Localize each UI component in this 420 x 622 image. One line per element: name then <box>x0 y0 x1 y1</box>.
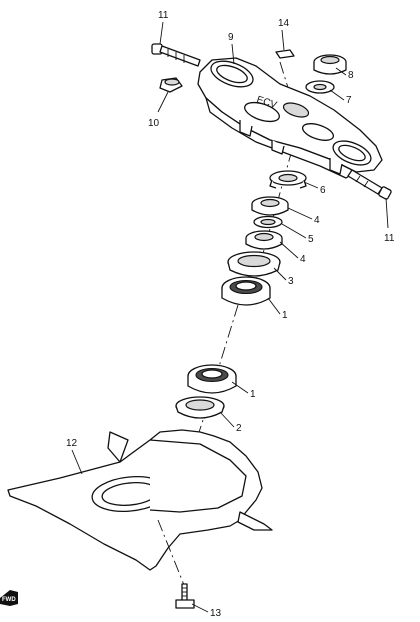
callout-6: 6 <box>320 185 326 196</box>
callout-9: 9 <box>228 32 234 43</box>
callout-10: 10 <box>148 118 160 129</box>
callout-7: 7 <box>346 95 352 106</box>
lock-washer-6 <box>269 170 307 189</box>
upper-bracket: ECV <box>197 57 383 179</box>
callout-8: 8 <box>348 70 354 81</box>
callout-11-upper: 11 <box>158 10 169 21</box>
bearing-1-upper <box>221 276 271 306</box>
callout-4-upper: 4 <box>314 215 320 226</box>
callout-14: 14 <box>278 18 290 29</box>
ring-nut-4-lower <box>245 230 283 250</box>
bearing-cover-3 <box>227 251 281 277</box>
bearing-1-lower <box>187 364 237 394</box>
bolt-lower-right <box>347 169 392 200</box>
leader-lines <box>71 21 389 613</box>
callout-1-upper: 1 <box>282 310 288 321</box>
small-plate-14 <box>275 49 295 59</box>
callout-3: 3 <box>288 276 294 287</box>
callout-4-lower: 4 <box>300 254 306 265</box>
callout-13: 13 <box>210 608 222 619</box>
callout-11-lower: 11 <box>384 233 395 244</box>
bolt-upper-left <box>151 43 201 67</box>
oil-seal-2 <box>175 396 225 419</box>
callout-5: 5 <box>308 234 314 245</box>
callout-2: 2 <box>236 423 242 434</box>
ring-nut-4-upper <box>251 196 289 216</box>
cap-nut-8 <box>313 54 347 75</box>
lower-bracket-12 <box>7 429 273 571</box>
cap-part-10 <box>159 77 183 93</box>
callout-12: 12 <box>66 438 78 449</box>
callouts: 11 14 9 8 7 10 6 4 5 4 3 1 1 2 11 12 13 <box>66 10 395 619</box>
rubber-washer-5 <box>253 215 283 229</box>
bolt-13 <box>157 519 195 609</box>
fwd-label: FWD <box>2 597 16 603</box>
washer-7 <box>305 80 335 94</box>
fwd-arrow-icon: FWD <box>0 590 18 606</box>
callout-1-lower: 1 <box>250 389 256 400</box>
